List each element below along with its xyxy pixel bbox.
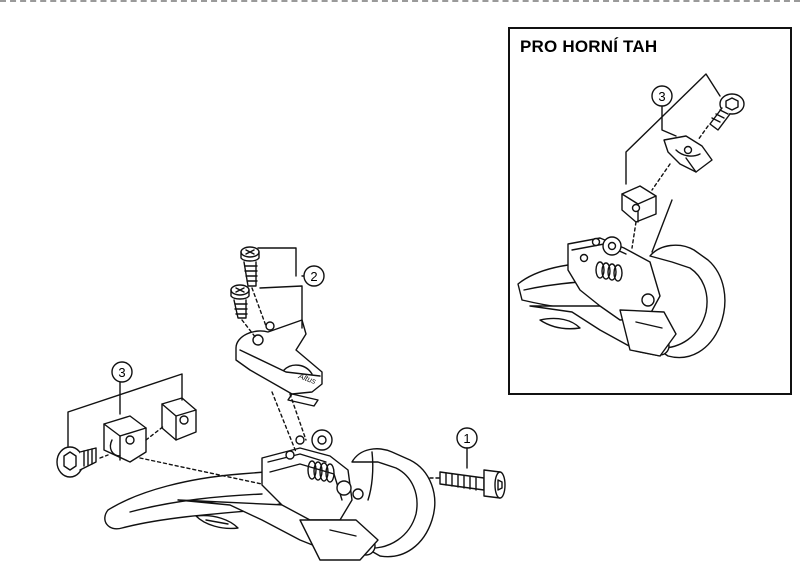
inset-cable-clamp-kit — [621, 93, 745, 249]
callout-3-bracket — [67, 373, 183, 447]
callout-circle-3 — [111, 361, 133, 383]
cable-clamp-kit — [56, 397, 263, 485]
top-border-line — [0, 0, 800, 2]
inset-guide-line — [651, 199, 673, 253]
inset-title: PRO HORNÍ TAH — [520, 37, 658, 56]
cable-plate: Altus — [235, 319, 323, 407]
callout-3: 3 — [118, 365, 125, 380]
cable-plate-screws — [230, 246, 307, 453]
callout-circle-2 — [303, 265, 325, 287]
inset-callout-3: 3 — [658, 89, 665, 104]
callout-2-bracket — [257, 247, 303, 329]
inset-callout-3-leader — [661, 103, 677, 137]
spring-coil — [307, 460, 335, 483]
front-derailleur-main — [104, 429, 436, 561]
inset-derailleur — [517, 236, 726, 359]
inset-callout-3-bracket — [625, 73, 721, 185]
clamp-bolt — [429, 469, 506, 499]
callout-1: 1 — [463, 431, 470, 446]
callout-2: 2 — [310, 269, 317, 284]
inset-callout-circle-3 — [651, 85, 673, 107]
